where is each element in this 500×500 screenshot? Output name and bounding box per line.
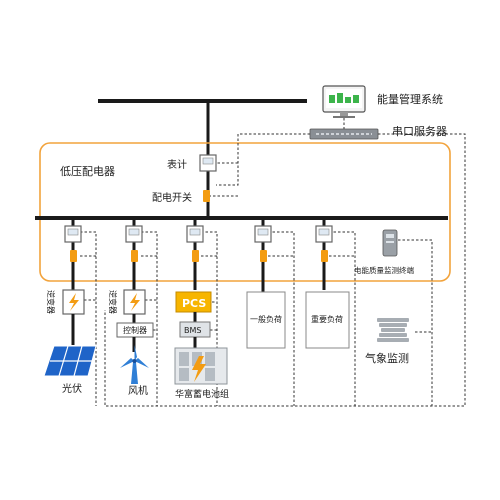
important-load-label: 重要负荷 [311,314,343,324]
pv-label: 光伏 [62,382,82,395]
controller-label: 控制器 [123,325,147,335]
general-load-label: 一般负荷 [250,314,282,324]
meter-icon-wind [125,225,143,243]
meter-icon-pv [64,225,82,243]
pv-inverter-icon [62,289,85,315]
breaker-icon-general-load [260,250,267,262]
ems-label: 能量管理系统 [377,92,443,106]
bms-label: BMS [184,326,201,335]
general-load-box [246,291,286,349]
battery-label: 华富蓄电池组 [175,388,229,400]
pcs-label: PCS [182,297,206,310]
wind-label: 风机 [128,384,148,397]
meter-label: 表计 [167,158,187,171]
breaker-icon-wind [131,250,138,262]
breaker-icon-top [203,190,210,202]
distribution-switch-label: 配电开关 [152,191,192,204]
meter-icon-general-load [254,225,272,243]
serial-server-icon [309,128,379,140]
breaker-icon-pv [70,250,77,262]
solar-panel-icon [43,345,97,377]
meter-icon-storage [186,225,204,243]
important-load-box [305,291,350,349]
weather-monitor-label: 气象监测 [365,351,409,365]
wind-turbine-icon [120,345,149,384]
monitor-icon [322,85,366,118]
pv-inverter-label: 逆变器 [46,290,56,314]
pq-terminal-icon [382,229,398,257]
battery-bank-icon [174,347,228,385]
weather-station-icon [377,318,409,342]
breaker-icon-important-load [321,250,328,262]
breaker-icon-storage [192,250,199,262]
wind-inverter-icon [123,289,146,315]
serial-server-label: 串口服务器 [392,125,447,138]
meter-icon-top [199,154,217,172]
lv-switchgear-cabinet [39,142,451,282]
wind-inverter-label: 逆变器 [108,290,118,314]
lv-switchgear-label: 低压配电器 [60,165,115,178]
meter-icon-important-load [315,225,333,243]
pq-terminal-label: 电能质量监测终端 [354,265,414,275]
